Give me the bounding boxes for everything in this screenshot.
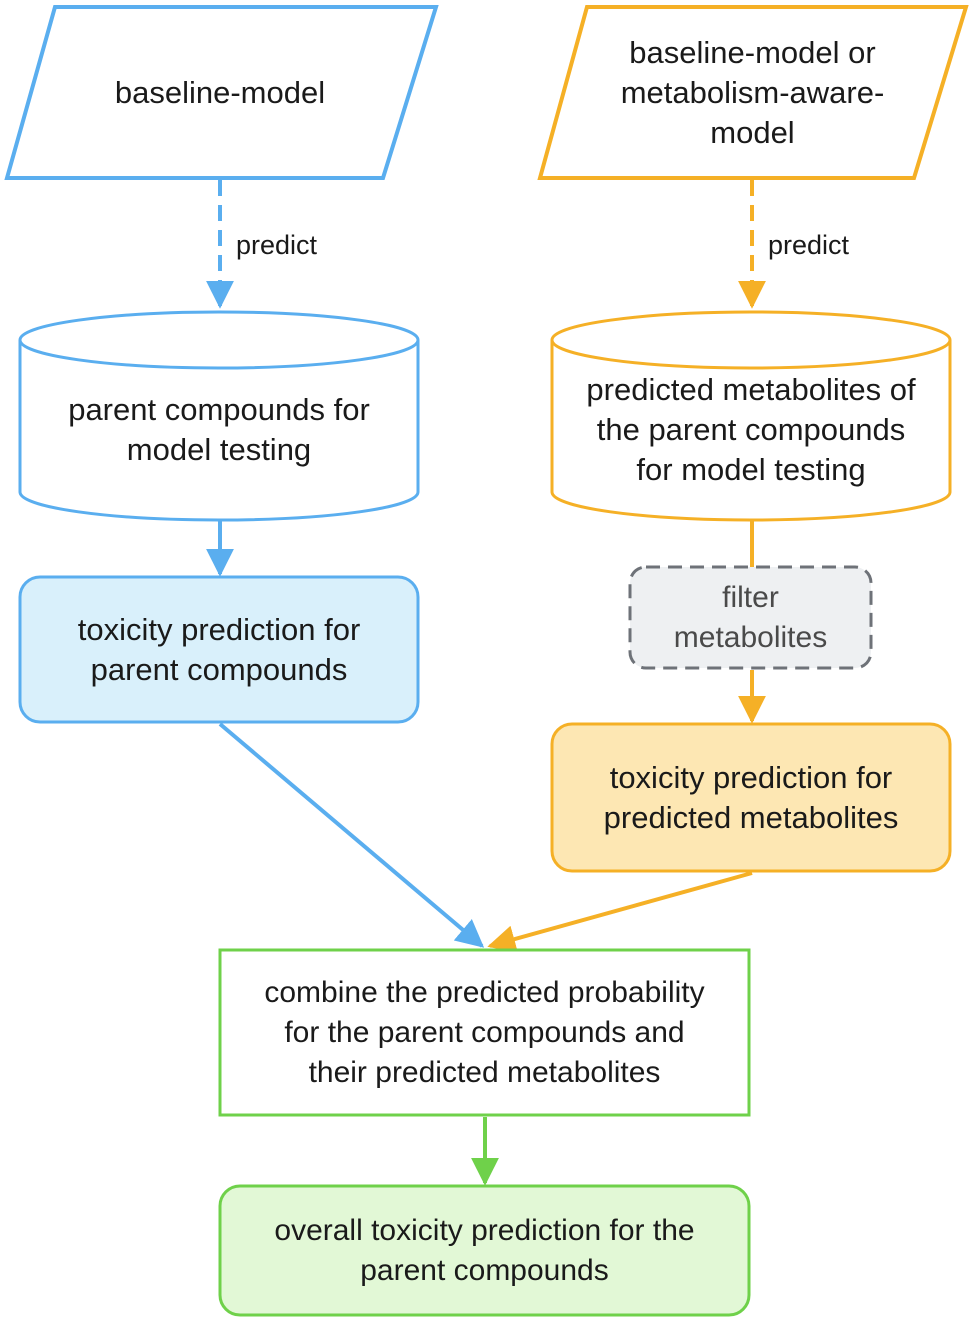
parent-compounds-database <box>18 310 420 522</box>
tox-metabolites-to-combine-arrow <box>487 871 753 953</box>
combine-node <box>218 948 751 1117</box>
tox-parent-to-combine-arrow <box>218 722 485 948</box>
predict-left-label: predict <box>236 230 318 260</box>
predict-right-label: predict <box>768 230 850 260</box>
baseline-model-label: baseline-model <box>114 74 326 110</box>
overall-label: overall toxicity prediction for the pare… <box>274 1213 695 1287</box>
tox-metabolites-node <box>550 722 952 873</box>
combine-label: combine the predicted probability for th… <box>264 975 705 1089</box>
baseline-model-node <box>4 5 439 180</box>
tox-parent-label: toxicity prediction for parent compounds <box>77 611 361 687</box>
tox-metabolites-label: toxicity prediction for predicted metabo… <box>603 759 899 835</box>
predicted-metabolites-database <box>550 310 952 522</box>
predicted-metabolites-label: predicted metabolites of the parent comp… <box>586 372 916 487</box>
parent-compounds-label: parent compounds for model testing <box>68 392 370 467</box>
baseline-or-metabolism-model-node <box>537 5 969 180</box>
tox-parent-node <box>18 575 420 724</box>
filter-metabolites-node <box>628 565 873 670</box>
overall-node <box>218 1184 751 1317</box>
baseline-or-metabolism-model-label: baseline-model or metabolism-aware- mode… <box>620 34 885 150</box>
filter-metabolites-label: filter metabolites <box>673 580 828 654</box>
